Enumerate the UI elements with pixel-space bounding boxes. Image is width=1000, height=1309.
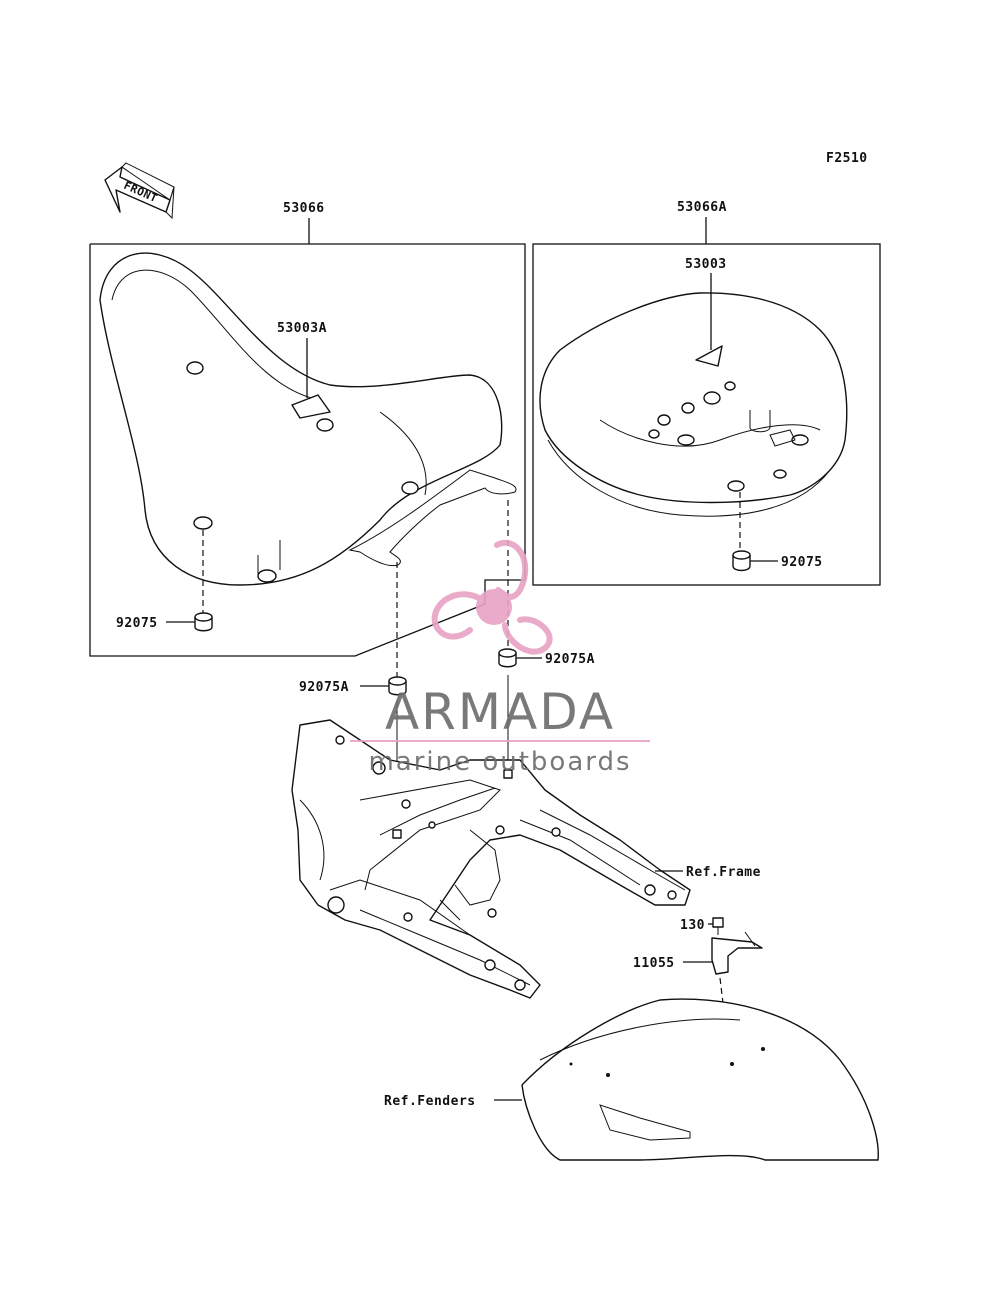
damper-mid-right-label: 92075A [545, 652, 595, 667]
damper-mid-left-label: 92075A [299, 680, 349, 695]
rear-frame: Ref.Frame [291, 719, 761, 999]
seat-assy-alt-box: 53066A [532, 200, 881, 586]
ref-frame-label: Ref.Frame [686, 865, 761, 880]
armada-watermark: ARMADA marine outboards [350, 539, 650, 777]
cover-left-label: 53003A [277, 321, 327, 336]
bracket-label: 11055 [633, 956, 675, 971]
damper-right-label: 92075 [781, 555, 823, 570]
watermark-brand: ARMADA [385, 683, 615, 741]
rear-fender: Ref.Fenders [384, 998, 879, 1161]
damper-right: 92075 [732, 550, 823, 572]
front-arrow-icon: FRONT [104, 162, 175, 220]
pillion-seat: 53003 [539, 257, 848, 552]
damper-left-label: 92075 [116, 616, 158, 631]
propeller-logo-icon [431, 539, 553, 655]
bracket-11055: 11055 [633, 931, 763, 1063]
bolt-130: 130 [680, 917, 724, 935]
figure-code: F2510 [826, 151, 868, 166]
seat-assy-alt-label: 53066A [677, 200, 727, 215]
watermark-tagline: marine outboards [368, 747, 631, 777]
ref-fenders-label: Ref.Fenders [384, 1094, 476, 1109]
bolt-label: 130 [680, 918, 705, 933]
cover-right-label: 53003 [685, 257, 727, 272]
damper-left: 92075 [116, 612, 213, 632]
solo-seat: 53003A [99, 252, 517, 615]
seat-assy-label: 53066 [283, 201, 325, 216]
